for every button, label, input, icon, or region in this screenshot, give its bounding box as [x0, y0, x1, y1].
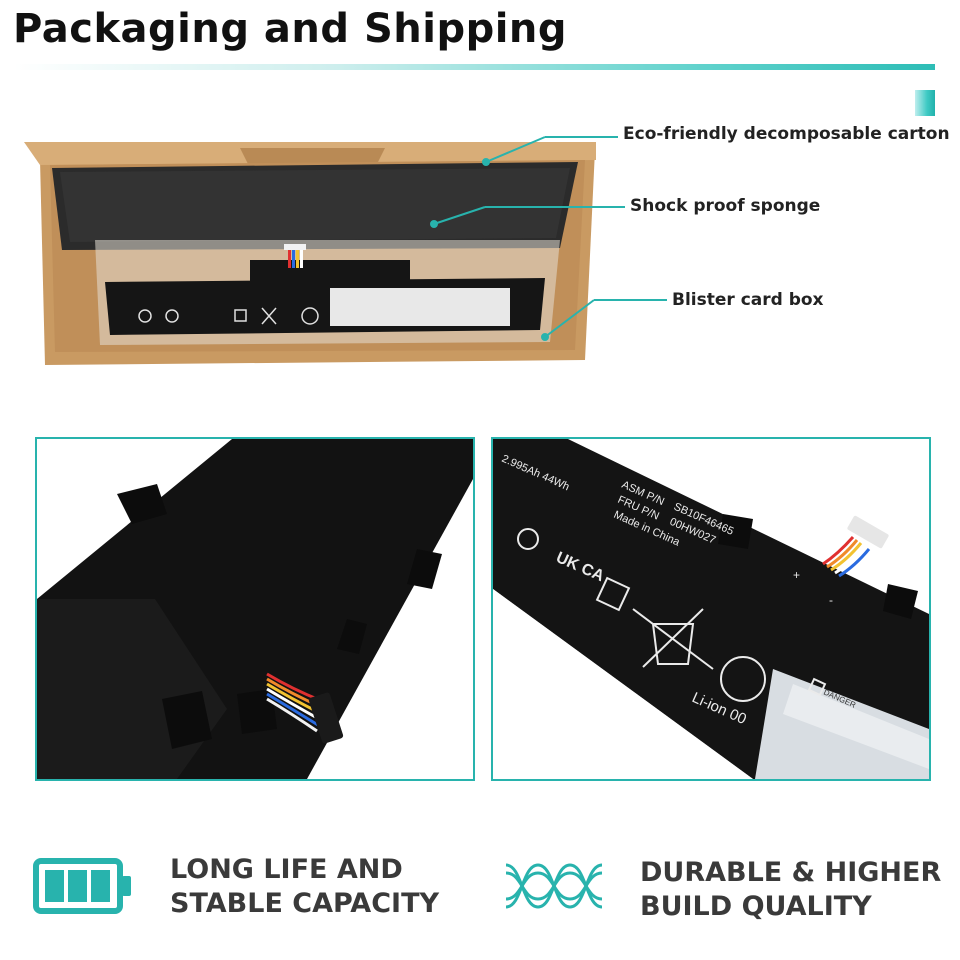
crossed-bin-icon — [632, 608, 714, 670]
warning-triangle-icon — [807, 677, 827, 697]
battery-label-closeup: 2.995Ah 44Wh ASM P/N SB10F46465 FRU P/N … — [493, 439, 929, 779]
page-title: Packaging and Shipping — [13, 6, 568, 52]
callout-lines — [430, 136, 667, 341]
label-minus-terminal: - — [829, 593, 833, 607]
battery-wires — [284, 244, 306, 268]
battery-compliance-icons — [138, 307, 319, 325]
sponge-highlight — [60, 168, 570, 242]
callout-eco-carton: Eco-friendly decomposable carton — [623, 124, 950, 144]
recycle-icon — [720, 656, 766, 702]
recycle-5-icon — [517, 528, 539, 550]
feature-durable-line-2: BUILD QUALITY — [640, 891, 872, 922]
battery-connector-closeup-panel — [35, 437, 475, 781]
label-icons — [517, 528, 827, 702]
title-underline — [14, 64, 935, 70]
battery-icon — [33, 858, 131, 914]
feature-durable-text: DURABLE & HIGHER BUILD QUALITY — [640, 856, 941, 924]
braided-cable-icon — [505, 863, 603, 909]
feature-long-life-line-1: LONG LIFE AND — [170, 854, 403, 885]
label-plus-terminal: + — [793, 568, 800, 582]
wire-connector-plug — [308, 692, 344, 744]
wire-connector-plug — [847, 515, 889, 549]
feature-durable-line-1: DURABLE & HIGHER — [640, 857, 942, 888]
battery-label-sticker — [330, 288, 510, 326]
feature-long-life-text: LONG LIFE AND STABLE CAPACITY — [170, 853, 439, 921]
battery-connector-closeup — [37, 439, 473, 779]
feature-long-life-line-2: STABLE CAPACITY — [170, 888, 440, 919]
packaging-photo — [24, 136, 667, 365]
corner-accent-mark — [915, 90, 935, 116]
battery-top-section — [250, 260, 410, 282]
callout-shock-sponge: Shock proof sponge — [630, 196, 821, 216]
label-wires — [822, 536, 871, 578]
battery-label-closeup-panel: 2.995Ah 44Wh ASM P/N SB10F46465 FRU P/N … — [491, 437, 931, 781]
packaging-mark-icon — [595, 576, 631, 612]
callout-blister-box: Blister card box — [672, 290, 824, 310]
